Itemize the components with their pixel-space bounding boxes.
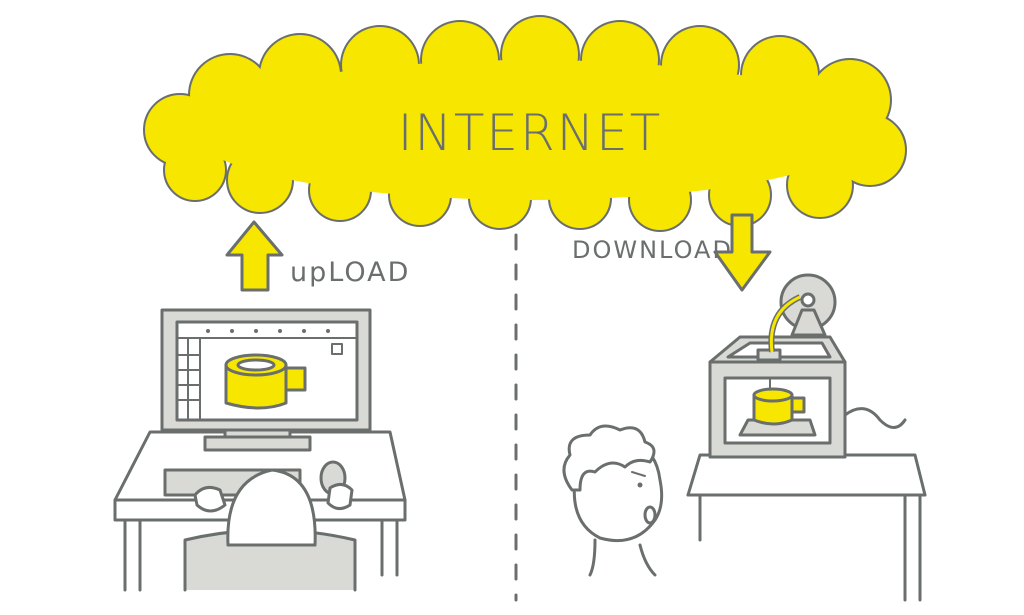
printer-table <box>686 453 927 602</box>
3d-printer <box>708 273 907 459</box>
child-watching <box>562 424 664 577</box>
person-at-computer <box>183 468 357 592</box>
download-arrow-icon <box>713 213 772 292</box>
download-label: DOWNLOAD <box>572 236 733 264</box>
upload-label: upLOAD <box>290 257 410 288</box>
internet-cloud: INTERNET <box>143 15 907 232</box>
computer-monitor <box>160 308 372 452</box>
internet-label: INTERNET <box>398 104 663 162</box>
mug-model-icon <box>224 353 307 410</box>
upload-arrow-icon <box>225 220 284 292</box>
